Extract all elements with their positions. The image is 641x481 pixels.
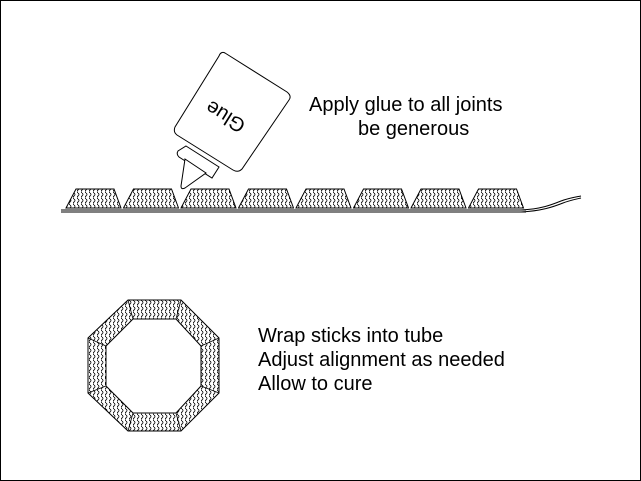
glue-bottle: Glue xyxy=(173,51,291,190)
stick xyxy=(467,188,525,209)
step1-line1: Apply glue to all joints xyxy=(309,94,503,116)
tape-tail xyxy=(520,195,582,211)
stick xyxy=(352,188,410,209)
tape-tail xyxy=(520,197,582,213)
stick xyxy=(122,188,180,209)
stick xyxy=(65,188,122,209)
step1-line2: be generous xyxy=(358,118,470,140)
stick xyxy=(180,188,237,209)
stick xyxy=(295,188,352,209)
step2-line3: Allow to cure xyxy=(258,373,373,395)
wrapped-tube xyxy=(87,299,220,432)
step2-line2: Adjust alignment as needed xyxy=(258,349,505,371)
step2-line1: Wrap sticks into tube xyxy=(258,325,444,347)
stick xyxy=(410,188,467,209)
stick xyxy=(237,188,295,209)
stick-strip xyxy=(61,188,582,213)
